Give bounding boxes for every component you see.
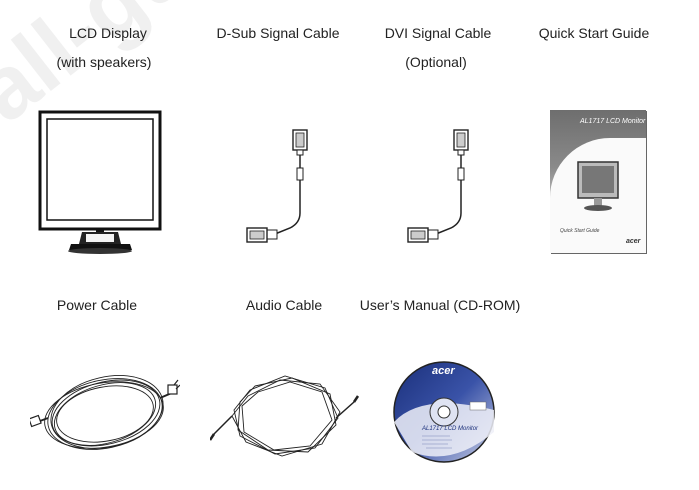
guide-cover-title: AL1717 LCD Monitor — [580, 118, 646, 125]
audio-cable-icon — [210, 375, 360, 457]
audio-cable-label: Audio Cable — [245, 297, 323, 313]
lcd-display-sublabel: (with speakers) — [56, 54, 152, 70]
guide-cover-monitor-icon — [577, 161, 619, 211]
power-cable-label: Power Cable — [56, 297, 138, 313]
lcd-monitor-icon — [38, 110, 162, 254]
dvi-cable-sublabel: (Optional) — [405, 54, 467, 70]
lcd-display-label: LCD Display — [69, 25, 147, 41]
guide-cover-brand: acer — [626, 238, 641, 245]
power-cable-icon — [30, 375, 180, 450]
cd-rom-icon: acer AL1717 LCD Monitor — [393, 361, 495, 463]
cd-brand-text: acer — [432, 365, 455, 377]
users-manual-label: User’s Manual (CD-ROM) — [359, 297, 521, 313]
dvi-cable-label: DVI Signal Cable — [384, 25, 492, 41]
cd-title-text: AL1717 LCD Monitor — [421, 426, 479, 432]
quick-start-guide-label: Quick Start Guide — [538, 25, 650, 41]
guide-cover-subtitle: Quick Start Guide — [560, 228, 600, 234]
dsub-cable-label: D-Sub Signal Cable — [216, 25, 340, 41]
quick-start-guide-booklet: AL1717 LCD Monitor Quick Start Guide ace… — [550, 110, 646, 253]
dvi-cable-icon — [407, 129, 469, 243]
dsub-cable-icon — [246, 129, 308, 243]
